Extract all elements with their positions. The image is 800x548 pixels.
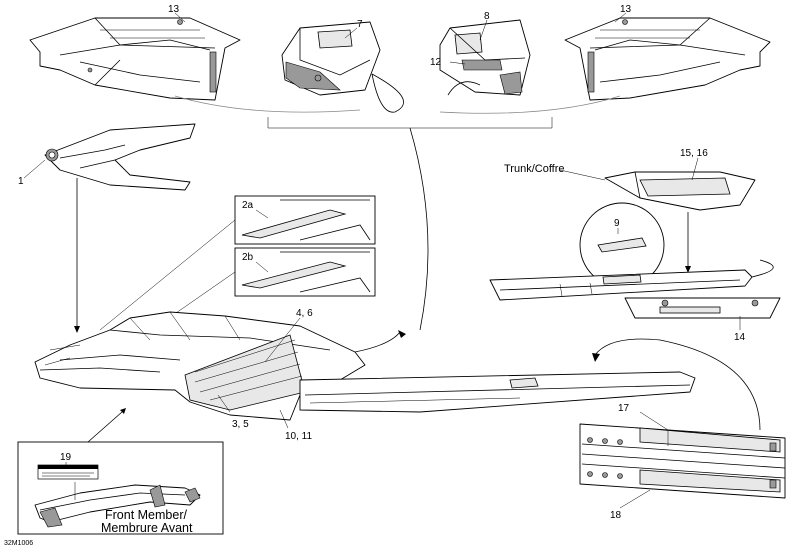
callout-10-11: 10, 11	[285, 431, 312, 442]
front-member-box	[17, 441, 224, 535]
tunnel-leader	[354, 331, 401, 353]
callout-15-16: 15, 16	[680, 148, 708, 159]
board-arrow	[592, 353, 600, 362]
callout-1: 1	[18, 176, 24, 187]
upper-cover-8-12	[439, 19, 531, 96]
upper-cover-7	[281, 21, 381, 96]
callout-12: 12	[430, 57, 442, 68]
callout-8: 8	[484, 11, 490, 22]
trunk-part	[604, 171, 756, 211]
callout-17: 17	[618, 403, 630, 414]
front-member-label-1: Front Member/	[105, 508, 187, 522]
callout-4-6: 4, 6	[296, 308, 313, 319]
tunnel-arrow	[398, 330, 406, 338]
callout-13-left: 13	[168, 4, 180, 15]
callout-18: 18	[610, 510, 622, 521]
rear-rail	[489, 269, 753, 301]
hood-arrow-head	[74, 326, 80, 333]
board-arc	[594, 338, 761, 431]
hood-part	[44, 123, 196, 191]
running-board	[579, 423, 786, 499]
decal-circle-9	[579, 202, 665, 288]
rail-arc	[751, 259, 774, 278]
leader-lines	[23, 12, 741, 509]
callout-14: 14	[734, 332, 746, 343]
side-panel-left	[29, 17, 241, 101]
member-arrow-head	[120, 408, 126, 414]
callout-13-right: 13	[620, 4, 632, 15]
callout-2b: 2b	[242, 252, 254, 263]
callout-19: 19	[60, 452, 72, 463]
trunk-arrow-head	[685, 266, 691, 273]
decal-leader-2a	[99, 219, 236, 331]
decal-box-2a	[234, 195, 376, 245]
callout-7: 7	[357, 19, 363, 30]
trunk-leader	[559, 169, 606, 181]
callout-9: 9	[614, 218, 620, 229]
main-body	[34, 311, 366, 421]
callout-3-5: 3, 5	[232, 419, 249, 430]
side-panel-right	[564, 17, 771, 101]
trunk-label: Trunk/Coffre	[504, 163, 565, 175]
bumper-14	[624, 297, 781, 319]
decal-box-2b	[234, 247, 376, 297]
callout-2a: 2a	[242, 200, 254, 211]
member-arrow-line	[87, 411, 123, 443]
front-member-label-2: Membrure Avant	[101, 521, 193, 535]
top-group-bracket	[174, 73, 621, 331]
drawing-code: 32M1006	[4, 540, 33, 547]
tunnel	[299, 371, 696, 413]
